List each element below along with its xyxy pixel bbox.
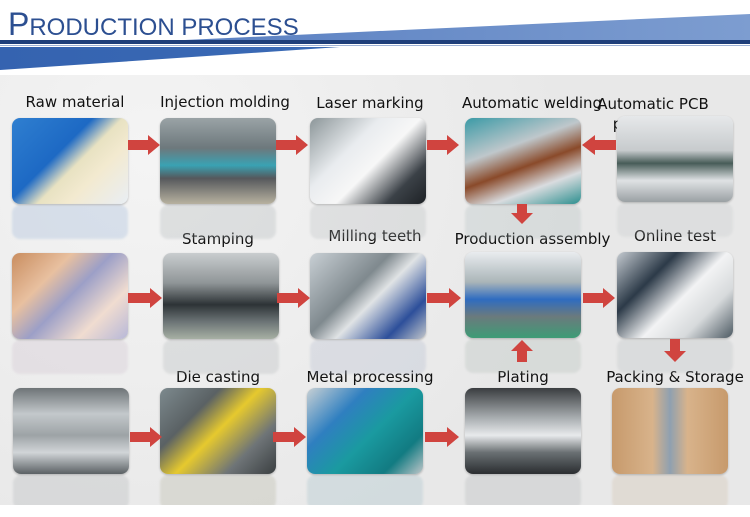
arrow-right-icon <box>583 288 615 308</box>
arrow-right-icon <box>425 427 459 447</box>
step-label-production-assembly: Production assembly <box>454 230 611 248</box>
stamping-die-photo <box>163 253 279 339</box>
lower-band <box>0 47 340 70</box>
arrow-left-icon <box>582 135 616 155</box>
photo-reflection <box>612 475 728 509</box>
step-label-packing-storage: Packing & Storage <box>606 368 744 386</box>
plating-line-photo <box>465 388 581 474</box>
step-label-injection-molding: Injection molding <box>160 93 290 111</box>
photo-reflection <box>310 205 426 239</box>
arrow-right-icon <box>277 288 310 308</box>
step-label-milling-teeth: Milling teeth <box>328 227 422 245</box>
photo-reflection <box>617 203 733 237</box>
arrow-up-icon <box>511 340 533 362</box>
metal-ingots-photo <box>13 388 129 474</box>
arrow-right-icon <box>427 288 461 308</box>
photo-reflection <box>465 475 581 509</box>
photo-reflection <box>12 205 128 239</box>
laser-marking-workers-photo <box>310 118 426 204</box>
arrow-right-icon <box>276 135 308 155</box>
welding-machine-photo <box>465 118 581 204</box>
photo-reflection <box>307 475 423 509</box>
arrow-right-icon <box>128 135 160 155</box>
step-label-plating: Plating <box>497 368 549 386</box>
online-test-workers-photo <box>617 252 733 338</box>
photo-reflection <box>160 205 276 239</box>
step-label-automatic-welding: Automatic welding <box>462 94 603 112</box>
arrow-right-icon <box>427 135 459 155</box>
arrow-down-icon <box>511 204 533 224</box>
injection-molding-factory-photo <box>160 118 276 204</box>
pcb-reflow-line-photo <box>617 116 733 202</box>
arrow-right-icon <box>273 427 306 447</box>
page-title: PRODUCTION PROCESS <box>8 6 299 43</box>
step-label-die-casting: Die casting <box>175 368 261 386</box>
die-casting-machine-photo <box>160 388 276 474</box>
copper-strip-coils-photo <box>12 253 128 339</box>
step-label-online-test: Online test <box>634 227 716 245</box>
divider-line <box>0 40 750 44</box>
title-first-letter: P <box>8 6 30 42</box>
assembly-line-photo <box>465 252 581 338</box>
header-banner: PRODUCTION PROCESS <box>0 0 750 75</box>
arrow-right-icon <box>128 288 162 308</box>
milling-machine-photo <box>310 253 426 339</box>
step-label-stamping: Stamping <box>182 230 254 248</box>
step-label-laser-marking: Laser marking <box>316 94 424 112</box>
photo-reflection <box>310 340 426 374</box>
photo-reflection <box>160 475 276 509</box>
title-rest: RODUCTION PROCESS <box>29 14 299 41</box>
step-label-raw-material-1: Raw material <box>25 93 125 111</box>
photo-reflection <box>12 340 128 374</box>
step-label-metal-processing: Metal processing <box>306 368 434 386</box>
header-decorative-bands <box>0 14 750 70</box>
plastic-pellets-photo <box>12 118 128 204</box>
warehouse-boxes-photo <box>612 388 728 474</box>
arrow-right-icon <box>130 427 162 447</box>
upper-light-band <box>185 14 750 40</box>
arrow-down-icon <box>664 339 686 362</box>
photo-reflection <box>163 340 279 374</box>
cnc-lathe-photo <box>307 388 423 474</box>
footer-strip <box>0 505 750 517</box>
photo-reflection <box>13 475 129 509</box>
